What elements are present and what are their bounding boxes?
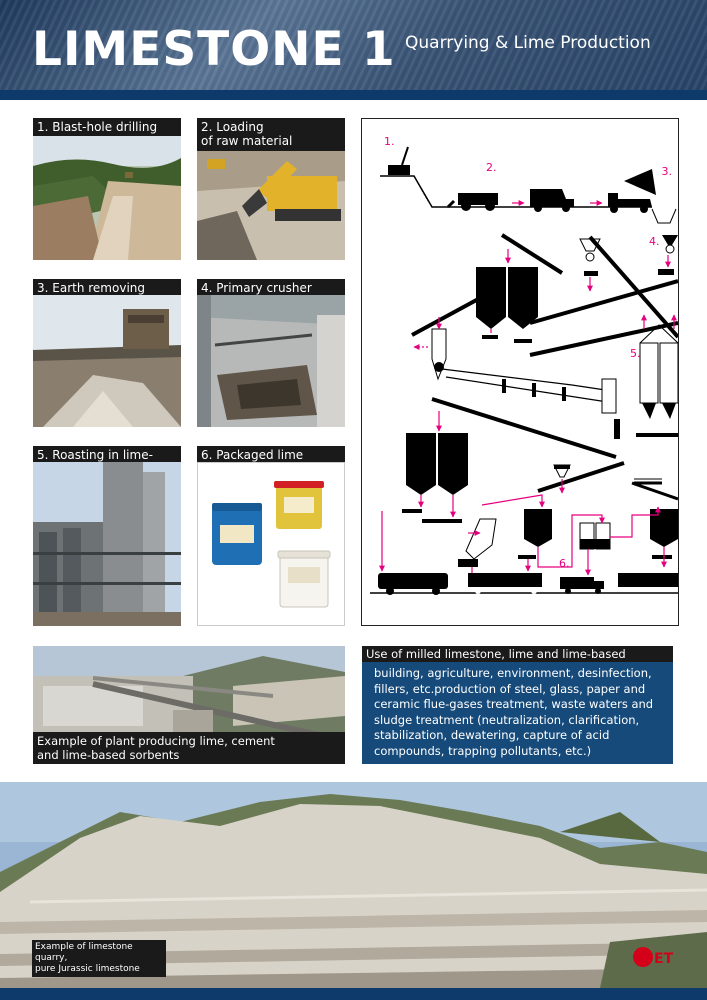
caption-plant: Example of plant producing lime, cement …	[33, 732, 345, 764]
caption-quarry-line1: Example of limestone quarry,	[35, 942, 133, 963]
screen-icon	[658, 269, 674, 275]
mill-icon	[458, 518, 497, 567]
logo-text: ET	[654, 951, 674, 967]
caption-plant-line1: Example of plant producing lime, cement	[37, 734, 275, 748]
product-silo-b	[650, 509, 678, 559]
company-logo: ET	[632, 944, 680, 970]
rail-wagon-hopper-1	[468, 573, 542, 594]
photo-quarry-panorama	[0, 782, 707, 988]
caption-primary-crusher: 4. Primary crusher inlet	[197, 279, 345, 309]
footer-bar	[0, 988, 707, 1000]
uses-line-5: stabilization, dewatering, capture of ac…	[374, 728, 610, 742]
diagram-label-3: 3.	[662, 165, 673, 178]
photo-lime-kilns	[33, 462, 181, 626]
diagram-label-2: 2.	[486, 161, 497, 174]
dump-truck-icon	[530, 189, 574, 212]
caption-plant-line2: and lime-based sorbents	[37, 748, 180, 762]
caption-packaged-lime: 6. Packaged lime	[197, 446, 345, 462]
uses-line-6: compounds, trapping pollutants, etc.)	[374, 743, 592, 758]
rail-wagon-boxcar	[378, 573, 448, 595]
photo-earth-removing	[33, 295, 181, 427]
photo-primary-crusher	[197, 295, 345, 427]
rotary-kiln	[431, 328, 620, 439]
loader-icon	[446, 193, 498, 211]
photo-packaged-lime	[197, 462, 345, 626]
primary-crusher-icon	[662, 235, 678, 254]
caption-roasting-kilns: 5. Roasting in lime-kilns	[33, 446, 181, 476]
diagram-label-1: 1.	[384, 135, 395, 148]
uses-title: Use of milled limestone, lime and lime-b…	[362, 646, 673, 677]
uses-line-1: building, agriculture, environment, desi…	[374, 666, 652, 680]
uses-line-2: fillers, etc.production of steel, glass,…	[374, 681, 646, 696]
header-divider	[0, 90, 707, 100]
lime-silo-pair	[402, 433, 468, 523]
caption-loading-line2: of raw material	[201, 134, 293, 148]
screen-top-icon	[579, 238, 601, 276]
diagram-label-6: 6.	[559, 557, 570, 570]
caption-loading: 2. Loading of raw material	[197, 118, 345, 151]
uses-line-4: sludge treatment (neutralization, clarif…	[374, 712, 640, 727]
uses-box: building, agriculture, environment, desi…	[362, 662, 673, 764]
drill-rig-icon	[388, 146, 410, 175]
uses-line-3: ceramic flue-gases treatment, waste wate…	[374, 697, 654, 711]
raw-silo-pair-top	[476, 267, 538, 343]
screw-conveyor-icon	[634, 478, 662, 485]
packaging-bins	[579, 522, 611, 550]
diagram-label-5: 5.	[630, 347, 641, 360]
photo-blast-hole-drilling	[33, 136, 181, 260]
page-title: LIMESTONE 1	[32, 22, 396, 77]
screen-mid-icon	[553, 464, 571, 478]
header-banner	[0, 0, 707, 90]
process-flow-diagram: 1. 2. 3. 4. 5. 6.	[361, 118, 680, 626]
product-silo-a	[518, 509, 552, 559]
diagram-label-4: 4.	[649, 235, 660, 248]
rail-wagon-hopper-2	[618, 573, 680, 587]
packaging-truck	[560, 577, 604, 594]
tipper-truck-icon	[608, 169, 656, 213]
caption-quarry: Example of limestone quarry, pure Jurass…	[32, 940, 166, 977]
page-subtitle: Quarrying & Lime Production	[405, 33, 651, 53]
caption-quarry-line2: pure Jurassic limestone	[35, 964, 140, 974]
photo-loading-excavator	[197, 151, 345, 260]
caption-earth-removing: 3. Earth removing	[33, 279, 181, 295]
caption-loading-line1: 2. Loading	[201, 120, 264, 134]
shaft-kilns	[636, 324, 680, 437]
caption-blast-hole-drilling: 1. Blast-hole drilling	[33, 118, 181, 136]
